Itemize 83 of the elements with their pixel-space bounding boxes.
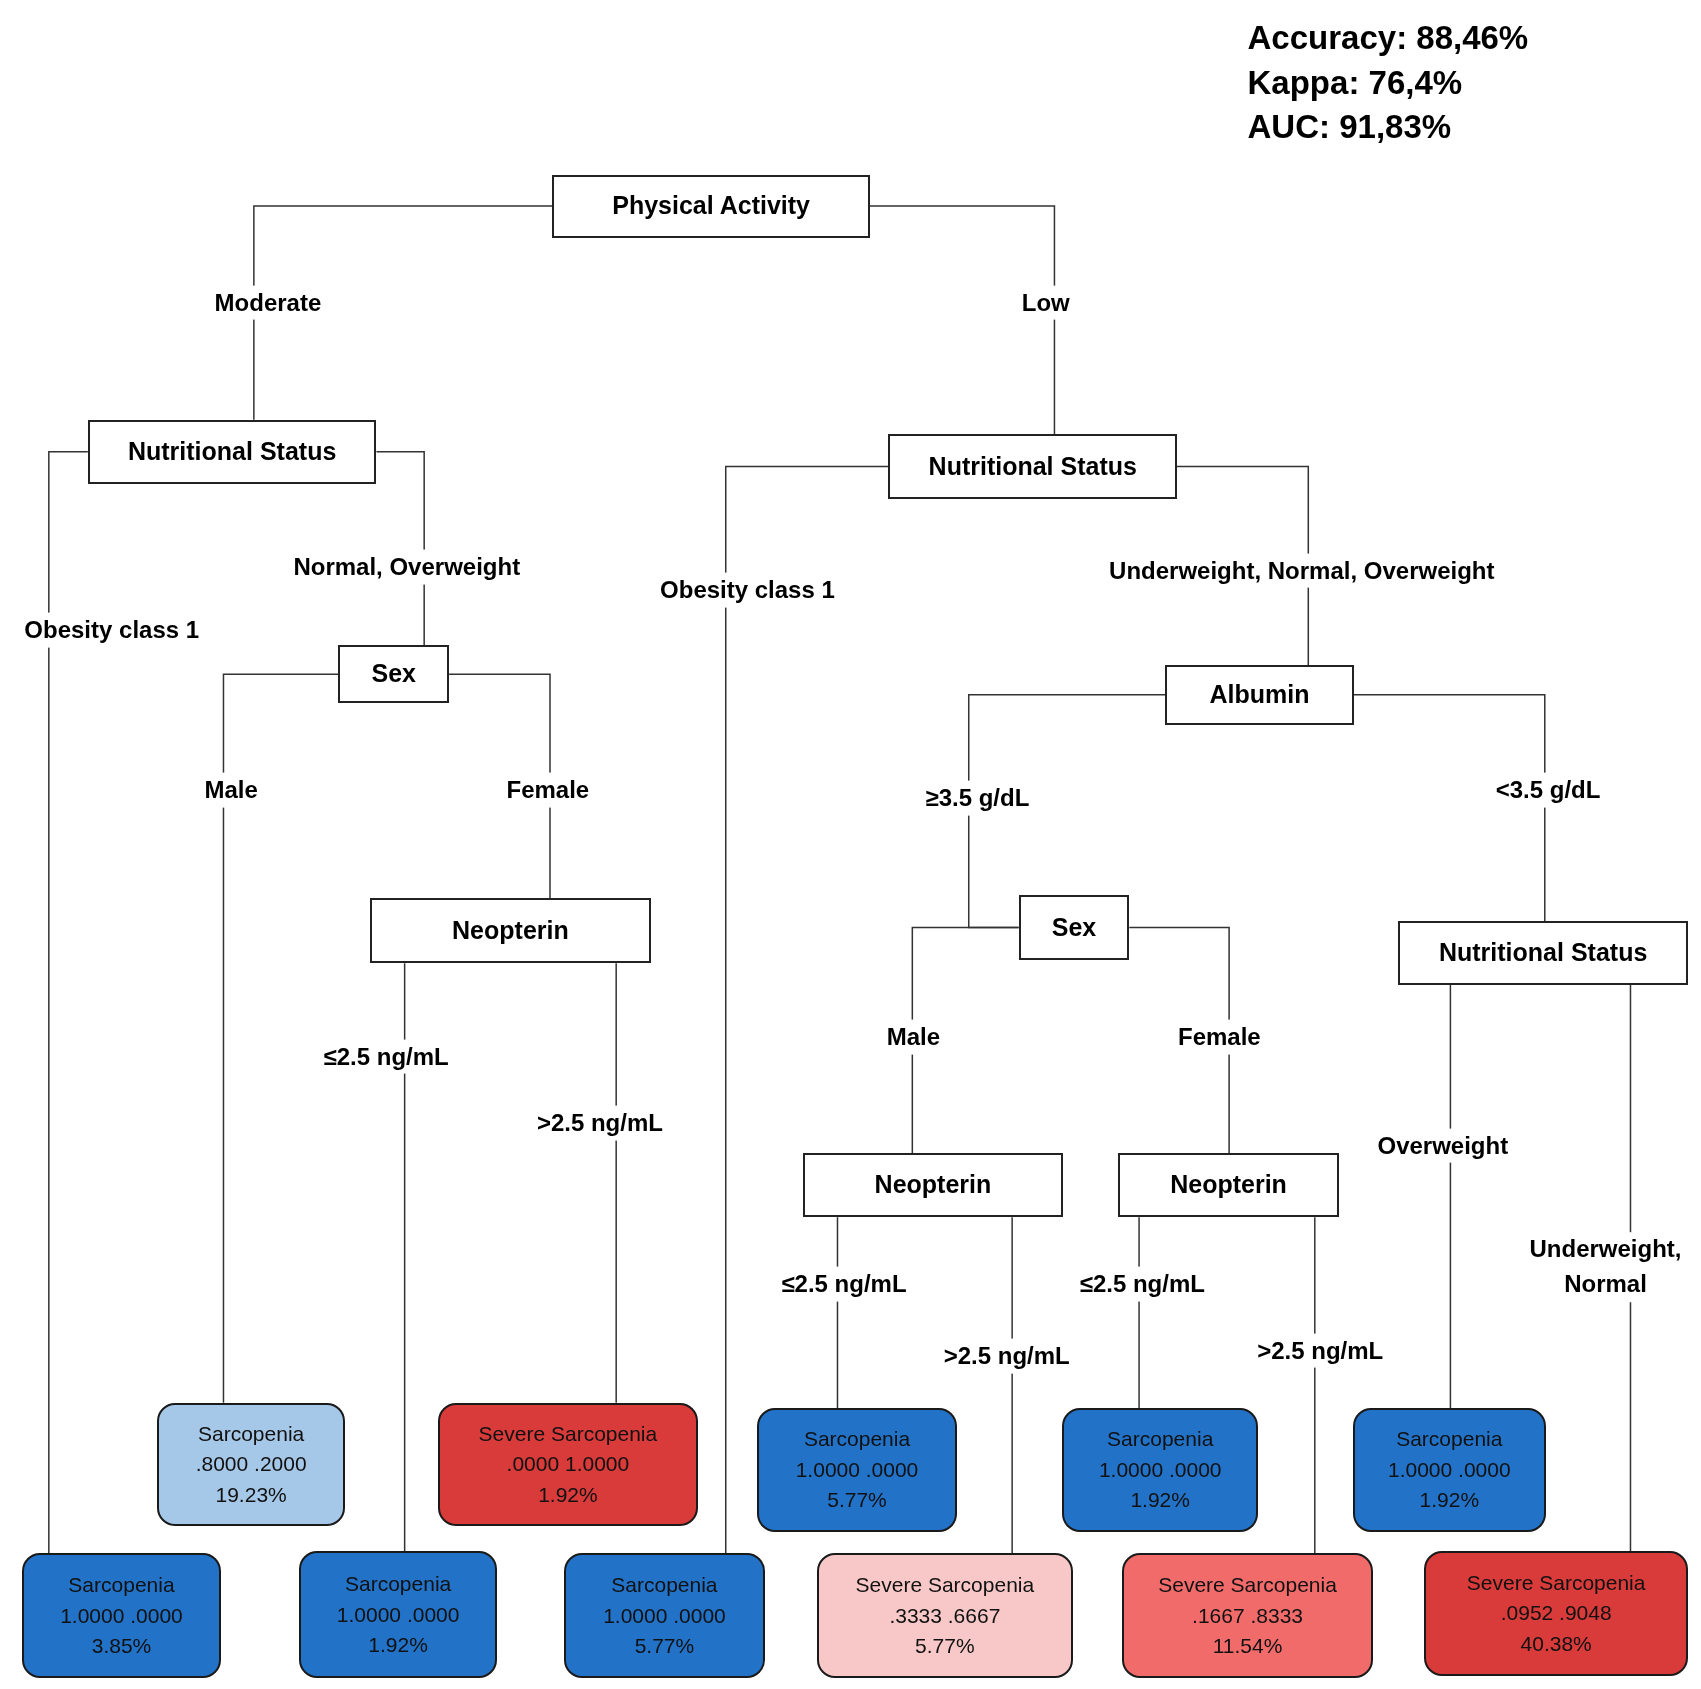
connector-line	[1176, 465, 1310, 666]
class-label: Sarcopenia	[198, 1420, 305, 1447]
leaf-node	[757, 1408, 957, 1532]
leaf-node	[1424, 1551, 1688, 1677]
split-node	[1118, 1153, 1339, 1218]
leaf-node	[1062, 1408, 1259, 1532]
leaf-node	[299, 1551, 497, 1679]
leaf-node	[21, 1553, 222, 1679]
variable-name: Neopterin	[452, 915, 569, 946]
class-label: Sarcopenia	[1396, 1426, 1503, 1453]
class-label: Sarcopenia	[1107, 1426, 1214, 1453]
probability-values: 1.0000 .0000	[1098, 1456, 1222, 1483]
metric-text: Accuracy: 88,46%	[1247, 18, 1529, 59]
connector-line	[725, 465, 890, 1555]
connector-line	[1449, 984, 1452, 1409]
split-node	[888, 433, 1178, 499]
probability-values: 1.0000 .0000	[603, 1602, 726, 1629]
variable-name: Nutritional Status	[928, 450, 1137, 482]
connector-line	[1314, 1216, 1316, 1555]
percentage: 40.38%	[1520, 1630, 1592, 1657]
variable-name: Physical Activity	[612, 190, 810, 222]
percentage: 1.92%	[368, 1631, 428, 1658]
split-node	[552, 174, 870, 238]
variable-name: Albumin	[1209, 679, 1310, 711]
class-label: Severe Sarcopenia	[855, 1572, 1035, 1599]
split-node	[1398, 921, 1688, 985]
class-label: Sarcopenia	[611, 1572, 718, 1599]
split-node	[87, 419, 377, 484]
split-node	[1018, 894, 1130, 961]
connector-line	[1011, 1216, 1013, 1555]
leaf-node	[1352, 1408, 1546, 1532]
leaf-node	[1121, 1553, 1374, 1679]
metric-text: Kappa: 76,4%	[1247, 62, 1464, 103]
probability-values: 1.0000 .0000	[336, 1601, 460, 1628]
connector-line	[403, 962, 406, 1553]
probability-values: .3333 .6667	[889, 1602, 1001, 1629]
metric-text: AUC: 91,83%	[1247, 107, 1453, 148]
percentage: 19.23%	[215, 1481, 287, 1508]
variable-name: Neopterin	[874, 1169, 992, 1201]
leaf-node	[157, 1402, 345, 1527]
percentage: 5.77%	[915, 1633, 975, 1660]
probability-values: 1.0000 .0000	[795, 1456, 919, 1483]
probability-values: .0000 1.0000	[506, 1451, 630, 1478]
connector-line	[911, 926, 1020, 1154]
variable-name: Nutritional Status	[1438, 937, 1648, 969]
variable-name: Nutritional Status	[127, 436, 337, 468]
class-label: Sarcopenia	[803, 1426, 911, 1453]
class-label: Severe Sarcopenia	[1158, 1572, 1337, 1599]
split-node	[369, 898, 651, 964]
probability-values: 1.0000 .0000	[60, 1602, 183, 1629]
class-label: Severe Sarcopenia	[478, 1420, 658, 1447]
connector-line	[869, 205, 1056, 435]
variable-name: Neopterin	[1170, 1169, 1287, 1201]
connector-line	[48, 451, 89, 1555]
probability-values: .8000 .2000	[195, 1451, 307, 1478]
percentage: 5.77%	[634, 1633, 695, 1660]
probability-values: .0952 .9048	[1500, 1600, 1612, 1627]
percentage: 11.54%	[1212, 1633, 1283, 1660]
percentage: 5.77%	[827, 1487, 887, 1514]
leaf-node	[438, 1402, 698, 1527]
class-label: Sarcopenia	[68, 1572, 175, 1599]
variable-name: Sex	[1051, 911, 1097, 943]
connector-line	[1128, 926, 1230, 1154]
connector-line	[968, 694, 1166, 929]
split-node	[802, 1153, 1064, 1218]
connector-line	[222, 673, 340, 1404]
probability-values: 1.0000 .0000	[1388, 1456, 1511, 1483]
percentage: 1.92%	[1130, 1487, 1190, 1514]
connector-line	[615, 962, 617, 1404]
percentage: 1.92%	[538, 1481, 598, 1508]
leaf-node	[816, 1553, 1073, 1679]
connector-line	[448, 673, 551, 899]
connector-line	[253, 205, 553, 421]
leaf-node	[564, 1553, 765, 1679]
probability-values: .1667 .8333	[1192, 1602, 1303, 1629]
class-label: Severe Sarcopenia	[1466, 1570, 1646, 1596]
connector-line	[1353, 694, 1546, 922]
split-node	[338, 645, 450, 703]
split-node	[1165, 665, 1354, 725]
percentage: 3.85%	[91, 1633, 152, 1660]
class-label: Sarcopenia	[345, 1571, 452, 1598]
percentage: 1.92%	[1419, 1487, 1480, 1514]
variable-name: Sex	[371, 658, 416, 690]
